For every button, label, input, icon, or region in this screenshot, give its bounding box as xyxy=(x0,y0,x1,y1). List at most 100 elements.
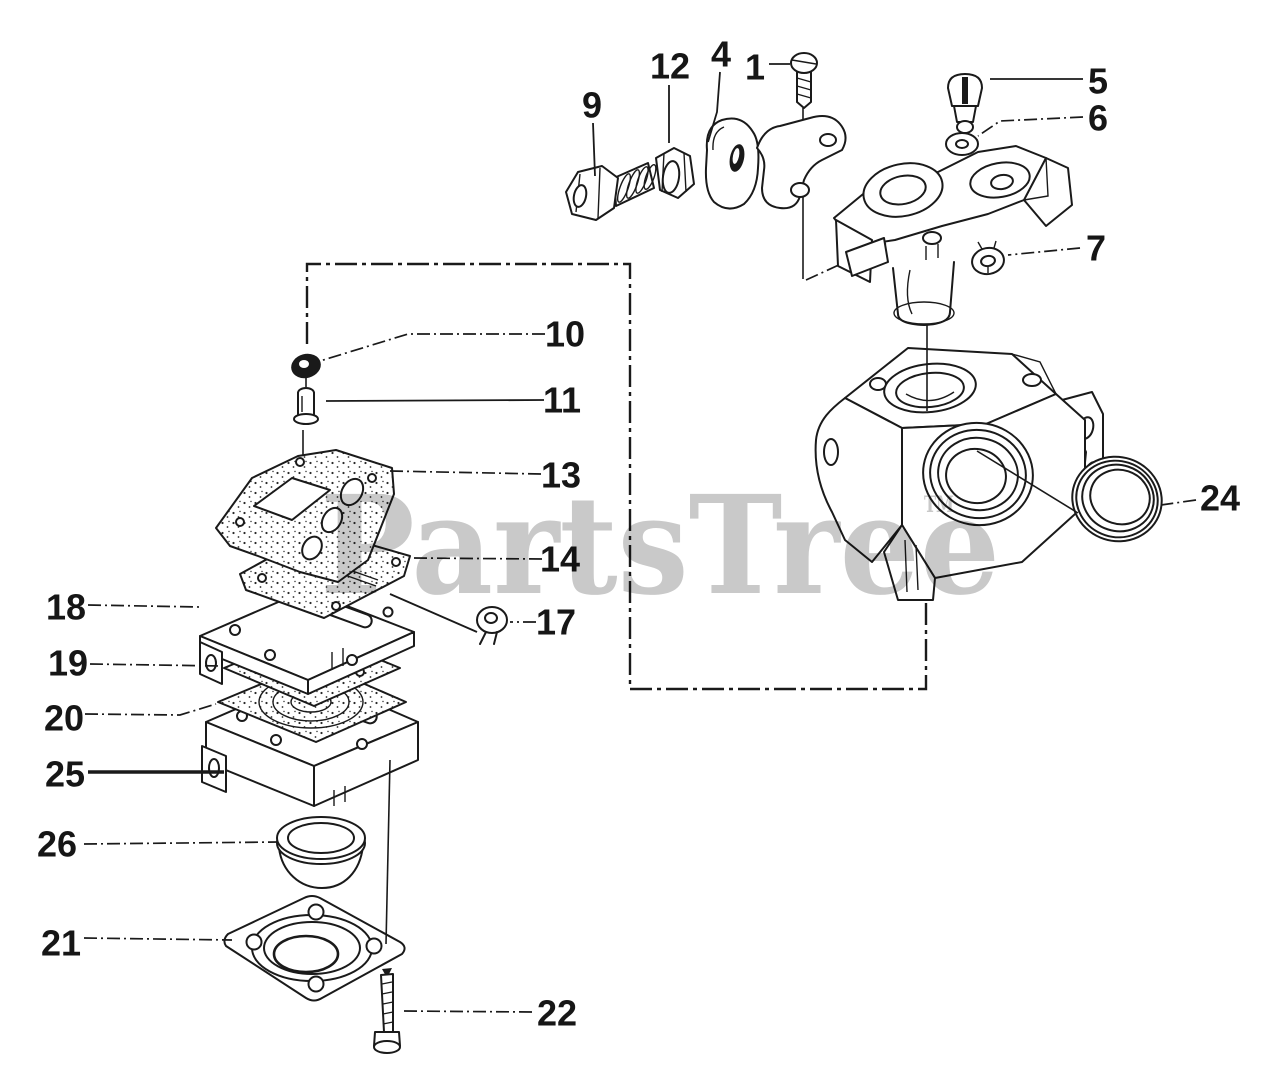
assembly-cylinder-bottom xyxy=(893,301,955,325)
callout-5: 5 xyxy=(1088,61,1108,102)
callout-17: 17 xyxy=(536,602,576,643)
leader-line-21 xyxy=(83,937,233,941)
bolt-thread-4 xyxy=(643,164,657,190)
part-4-swivel-lever xyxy=(756,115,847,210)
callout-9: 9 xyxy=(582,85,602,126)
callout-26: 26 xyxy=(37,824,77,865)
gasket14-hole-3 xyxy=(391,557,401,567)
part-21-flange-plate xyxy=(223,895,406,1002)
watermark-text: PartsTree xyxy=(320,466,1000,626)
metering-tab-hole xyxy=(205,654,217,672)
part-17-screw xyxy=(476,606,508,645)
metering-hole-2 xyxy=(264,649,276,661)
part-13-metering-gasket xyxy=(215,449,395,583)
part-9-socket-bolt xyxy=(565,162,657,221)
part-24-seal-ring xyxy=(1071,455,1163,543)
callout-20: 20 xyxy=(44,698,84,739)
leader-line-26 xyxy=(83,841,279,845)
callout-25: 25 xyxy=(45,754,85,795)
screw1-threads xyxy=(796,77,812,99)
assembly-right-block-facet xyxy=(1023,157,1049,201)
screw1-shank xyxy=(796,71,812,109)
callout-21: 21 xyxy=(41,923,81,964)
callout-14: 14 xyxy=(540,539,580,580)
leader-line-17 xyxy=(389,593,478,633)
plate-inner-edge xyxy=(712,126,725,151)
part-4-choke-plate xyxy=(704,117,760,210)
callout-18: 18 xyxy=(46,587,86,628)
screw22-head-base xyxy=(373,1040,401,1054)
screw22-threads xyxy=(381,981,394,1025)
metering-hole-3 xyxy=(346,654,358,666)
gasket13-hole-2 xyxy=(295,457,305,467)
flange-hole-right xyxy=(365,937,383,955)
callout-6: 6 xyxy=(1088,98,1108,139)
leader-line-6 xyxy=(977,116,1084,137)
body-bottom-leg-lines xyxy=(904,539,919,593)
callout-11: 11 xyxy=(543,380,581,421)
grommet-hole xyxy=(299,360,309,368)
assembly-cylinder xyxy=(892,261,955,326)
pump-body-hole-2 xyxy=(270,734,282,746)
callout-4: 4 xyxy=(711,34,731,75)
body-left-tab-hole xyxy=(823,438,839,466)
metering-hole-4 xyxy=(382,606,394,618)
plate-screw-hole xyxy=(922,231,942,245)
leader-line-19 xyxy=(89,663,223,667)
leader-line-4 xyxy=(707,71,721,143)
callout-10: 10 xyxy=(545,314,585,355)
assembly-left-wedge xyxy=(845,237,889,277)
flange-hole-top xyxy=(307,903,325,921)
gasket13-hole-1 xyxy=(235,517,245,527)
screw22-tip xyxy=(382,968,392,978)
clip-hole xyxy=(980,254,996,268)
body-top-bore-throat xyxy=(905,391,955,402)
flange-hole-bottom xyxy=(307,975,325,993)
gasket13-cutout-3 xyxy=(301,535,323,561)
valve-flange xyxy=(293,413,319,425)
part-5-plug-screw xyxy=(947,73,983,134)
plug-tip xyxy=(956,120,974,134)
body-left-face xyxy=(814,397,903,563)
part-12-collar-nut xyxy=(655,147,695,199)
washer-hole xyxy=(955,139,969,149)
body-top-detail xyxy=(1011,353,1057,395)
pump-column-hole xyxy=(990,173,1014,191)
callout-7: 7 xyxy=(1086,228,1106,269)
screw1-slot xyxy=(791,59,817,65)
ring-bore xyxy=(1089,468,1151,526)
flange-boss-ring3 xyxy=(272,934,340,974)
callout-13: 13 xyxy=(541,455,581,496)
flange-hole-left xyxy=(245,933,263,951)
lever-hole-lower xyxy=(790,182,810,198)
clip-notches xyxy=(977,240,997,273)
callout-22: 22 xyxy=(537,993,577,1034)
callout-19: 19 xyxy=(48,643,88,684)
leader-line-9 xyxy=(592,122,596,177)
leader-line-22 xyxy=(399,1010,533,1013)
bore-to-ring-line xyxy=(976,450,1079,514)
callout-24: 24 xyxy=(1200,478,1240,519)
part-upper-carb-assembly xyxy=(833,145,1073,326)
part-carburetor-body xyxy=(814,347,1104,601)
gasket14-hole-2 xyxy=(331,601,341,611)
nut-bore xyxy=(661,160,681,194)
callout-1: 1 xyxy=(745,47,765,88)
lever-hole-upper xyxy=(819,133,837,147)
part-1-screw xyxy=(790,52,818,109)
leader-line-24 xyxy=(1160,499,1197,506)
part-18-metering-body xyxy=(199,589,415,695)
assembly-cylinder-curve xyxy=(906,269,913,315)
leader-line-20 xyxy=(84,703,217,716)
screw1-head xyxy=(790,52,818,74)
part-11-inlet-valve xyxy=(293,387,319,425)
gasket14-hole-1 xyxy=(257,573,267,583)
cup-rim-inner xyxy=(287,822,355,854)
part-26-inlet-cup xyxy=(276,816,366,889)
part-6-washer xyxy=(945,132,979,156)
gasket13-cutout-1 xyxy=(339,477,365,507)
leader-line-18 xyxy=(87,604,201,608)
